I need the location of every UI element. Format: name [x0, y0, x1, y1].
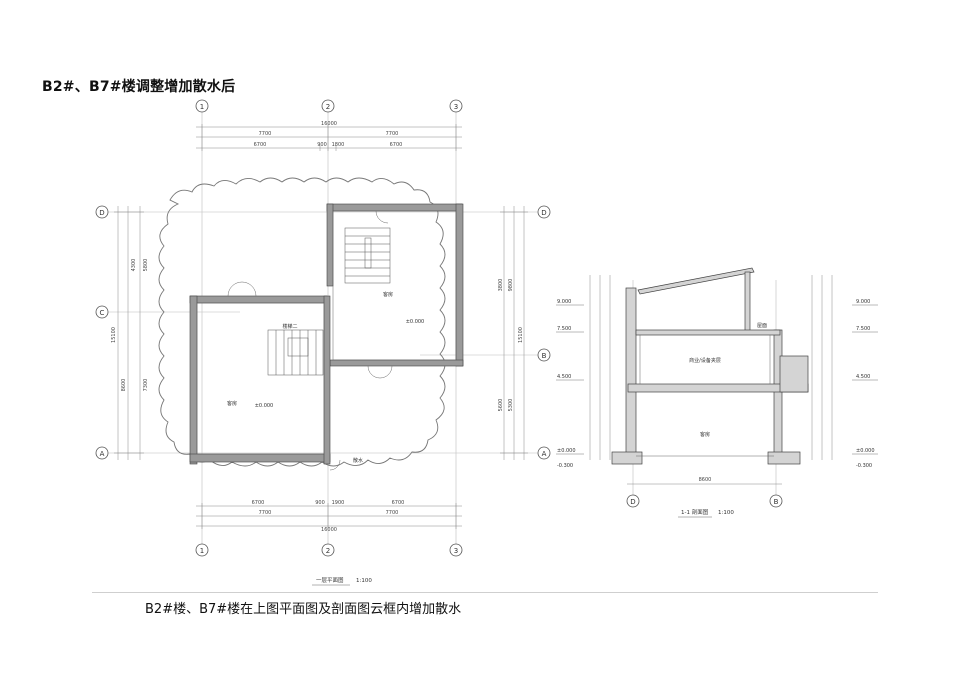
plan-room-lower: 客房 [227, 400, 237, 407]
dim-right-5: 15100 [518, 327, 524, 343]
dim-bot-r1-d: 6700 [392, 500, 405, 506]
dim-bot-r2-a: 7700 [259, 510, 272, 516]
axis-bottom-3: 3 [454, 547, 458, 555]
dim-bot-total: 16000 [321, 527, 337, 533]
section-room-mid: 商业/设备夹层 [689, 357, 721, 364]
level-left-3: 4.500 [557, 374, 571, 380]
dim-top-r1-a: 7700 [259, 131, 272, 137]
dim-left-3: 8600 [121, 379, 127, 392]
plan-doors [227, 210, 393, 471]
dim-top-r2-b: 900 [317, 142, 327, 148]
level-ticks [556, 304, 878, 455]
plan-elev-upper: ±0.000 [406, 319, 425, 325]
plan-revision-cloud [158, 177, 446, 467]
dim-left-4: 7300 [143, 379, 149, 392]
dim-bot-r1-c: 1900 [332, 500, 345, 506]
plan-walls [189, 203, 464, 465]
dim-right-1: 3800 [498, 279, 504, 292]
axis-top-1: 1 [200, 103, 204, 111]
axis-left-D: D [99, 209, 104, 217]
section-span: 8600 [699, 477, 712, 483]
section-room-roof: 屋面 [757, 323, 767, 329]
level-right-4: ±0.000 [856, 448, 875, 454]
dim-right-2: 9800 [508, 279, 514, 292]
level-right-2: 7.500 [856, 326, 870, 332]
level-left-4: ±0.000 [557, 448, 576, 454]
axis-right-B: B [542, 352, 547, 360]
plan-wall-inner [196, 210, 457, 455]
dim-right-4: 5300 [508, 399, 514, 412]
dim-top-r2-c: 1800 [332, 142, 345, 148]
section-axis-B: B [774, 498, 779, 506]
dim-top-r2-d: 6700 [390, 142, 403, 148]
dim-left-1: 4300 [131, 259, 137, 272]
axis-right-A: A [542, 450, 547, 458]
section-room-low: 客房 [700, 431, 710, 438]
plan-label: 一层平面图 [316, 576, 344, 584]
plan-note-sanshui: 散水 [353, 457, 363, 464]
axis-left-A: A [100, 450, 105, 458]
level-right-1: 9.000 [856, 299, 870, 305]
level-right-3: 4.500 [856, 374, 870, 380]
level-right-5: -0.300 [856, 463, 872, 469]
axis-top-3: 3 [454, 103, 458, 111]
section-structure [611, 267, 809, 465]
caption: B2#楼、B7#楼在上图平面图及剖面图云框内增加散水 [145, 602, 462, 617]
plan-dimensions-sides [114, 206, 528, 460]
dim-bot-r2-b: 7700 [386, 510, 399, 516]
dim-bot-r1-b: 900 [315, 500, 325, 506]
dim-top-r1-b: 7700 [386, 131, 399, 137]
dim-bot-r1-a: 6700 [252, 500, 265, 506]
plan-room-upper: 客房 [383, 291, 393, 298]
plan-stairs [267, 227, 391, 376]
plan-scale: 1:100 [356, 578, 372, 584]
section-dimensions [589, 275, 833, 485]
level-left-2: 7.500 [557, 326, 571, 332]
section-label: 1-1 剖面图 [681, 508, 709, 516]
dim-left-5: 15100 [111, 327, 117, 343]
plan-dimensions-bottom [196, 503, 462, 529]
plan-dimensions-top [196, 124, 462, 151]
axis-left-C: C [100, 309, 105, 317]
dim-top-total: 16000 [321, 121, 337, 127]
axis-top-2: 2 [326, 103, 330, 111]
section-divider [92, 592, 878, 593]
section-scale: 1:100 [718, 510, 734, 516]
dim-top-r2-a: 6700 [254, 142, 267, 148]
level-left-5: -0.300 [557, 463, 573, 469]
plan-elev-lower: ±0.000 [255, 403, 274, 409]
level-left-1: 9.000 [557, 299, 571, 305]
axis-bottom-2: 2 [326, 547, 330, 555]
plan-axis-bubbles-top [195, 99, 463, 113]
section-axis-D: D [630, 498, 635, 506]
plan-room-stair: 楼梯二 [282, 323, 297, 330]
axis-right-D: D [541, 209, 546, 217]
dim-left-2: 5800 [143, 259, 149, 272]
axis-bottom-1: 1 [200, 547, 204, 555]
dim-right-3: 5600 [498, 399, 504, 412]
page-title: B2#、B7#楼调整增加散水后 [42, 79, 236, 95]
section-axis-bubbles [626, 494, 783, 508]
